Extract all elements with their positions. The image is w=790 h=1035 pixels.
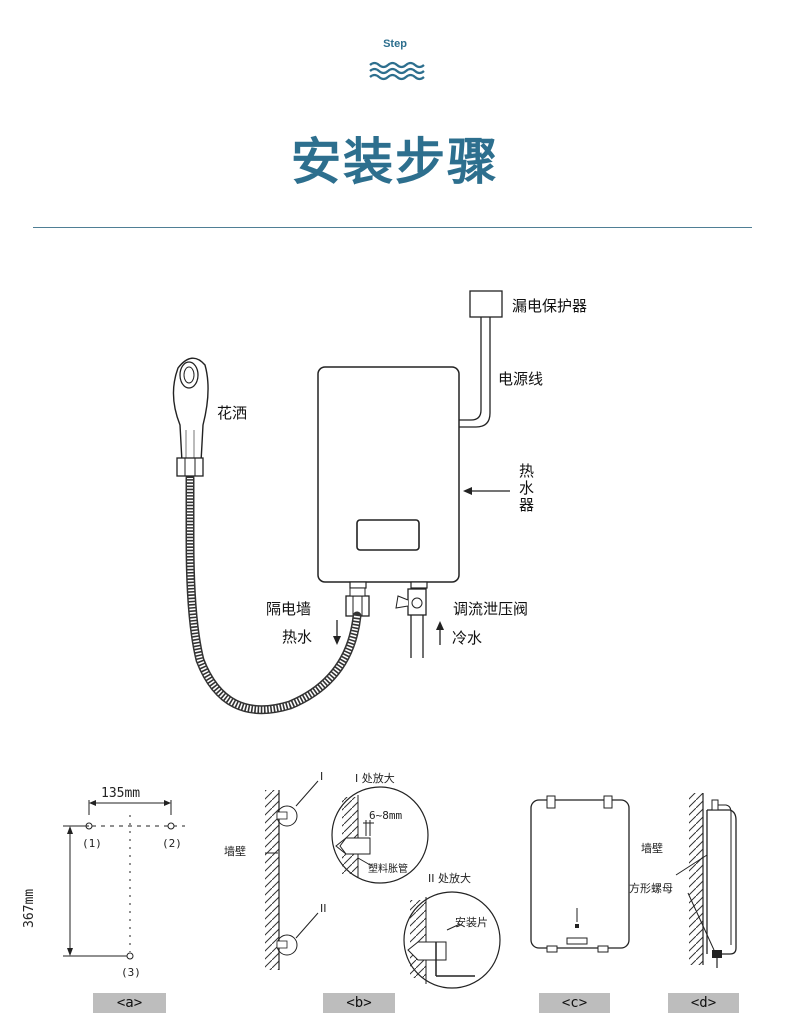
valve-label: 调流泄压阀 [453,600,529,618]
power-cord-label: 电源线 [498,370,544,388]
caption-b: <b> [323,993,395,1013]
step-d-diagram [675,793,737,968]
step-a-diagram [63,800,185,960]
bracket-label: 安装片 [455,916,488,929]
caption-c: <c> [539,993,610,1013]
depth-label: 6~8mm [369,809,403,822]
marker-1: I [320,770,324,783]
wall-label-d: 墙壁 [641,842,663,855]
heater-label: 热水器 [519,462,535,514]
hole-2-label: (2) [162,837,182,850]
power-cord [458,317,482,421]
leak-protector-box [469,290,503,318]
wall-label: 隔电墙 [266,600,312,618]
hole-3-label: (3) [121,966,141,979]
heater-body [317,366,460,583]
page-title: 安装步骤 [291,133,499,191]
anchor-label: 塑料胀管 [368,864,408,875]
hole-1-label: (1) [82,837,102,850]
section-eyebrow: Step [383,38,407,50]
hot-water-label: 热水 [282,628,313,646]
caption-a: <a> [93,993,166,1013]
heater-display [356,519,420,551]
zoom-1-label: I 处放大 [355,772,395,785]
title-divider [33,227,752,228]
caption-d: <d> [668,993,739,1013]
cold-water-label: 冷水 [452,629,483,647]
step-b-diagram [265,780,501,989]
wall-label-b: 墙壁 [224,845,246,858]
nut-label: 方形螺母 [629,882,673,895]
height-dimension: 367mm [22,888,37,928]
leak-protector-label: 漏电保护器 [512,297,588,315]
width-dimension: 135mm [101,786,141,801]
zoom-2-label: II 处放大 [428,872,471,885]
waves-icon [369,61,425,81]
shower-head-label: 花洒 [217,404,248,422]
marker-2: II [320,902,327,915]
step-c-diagram [530,795,630,953]
